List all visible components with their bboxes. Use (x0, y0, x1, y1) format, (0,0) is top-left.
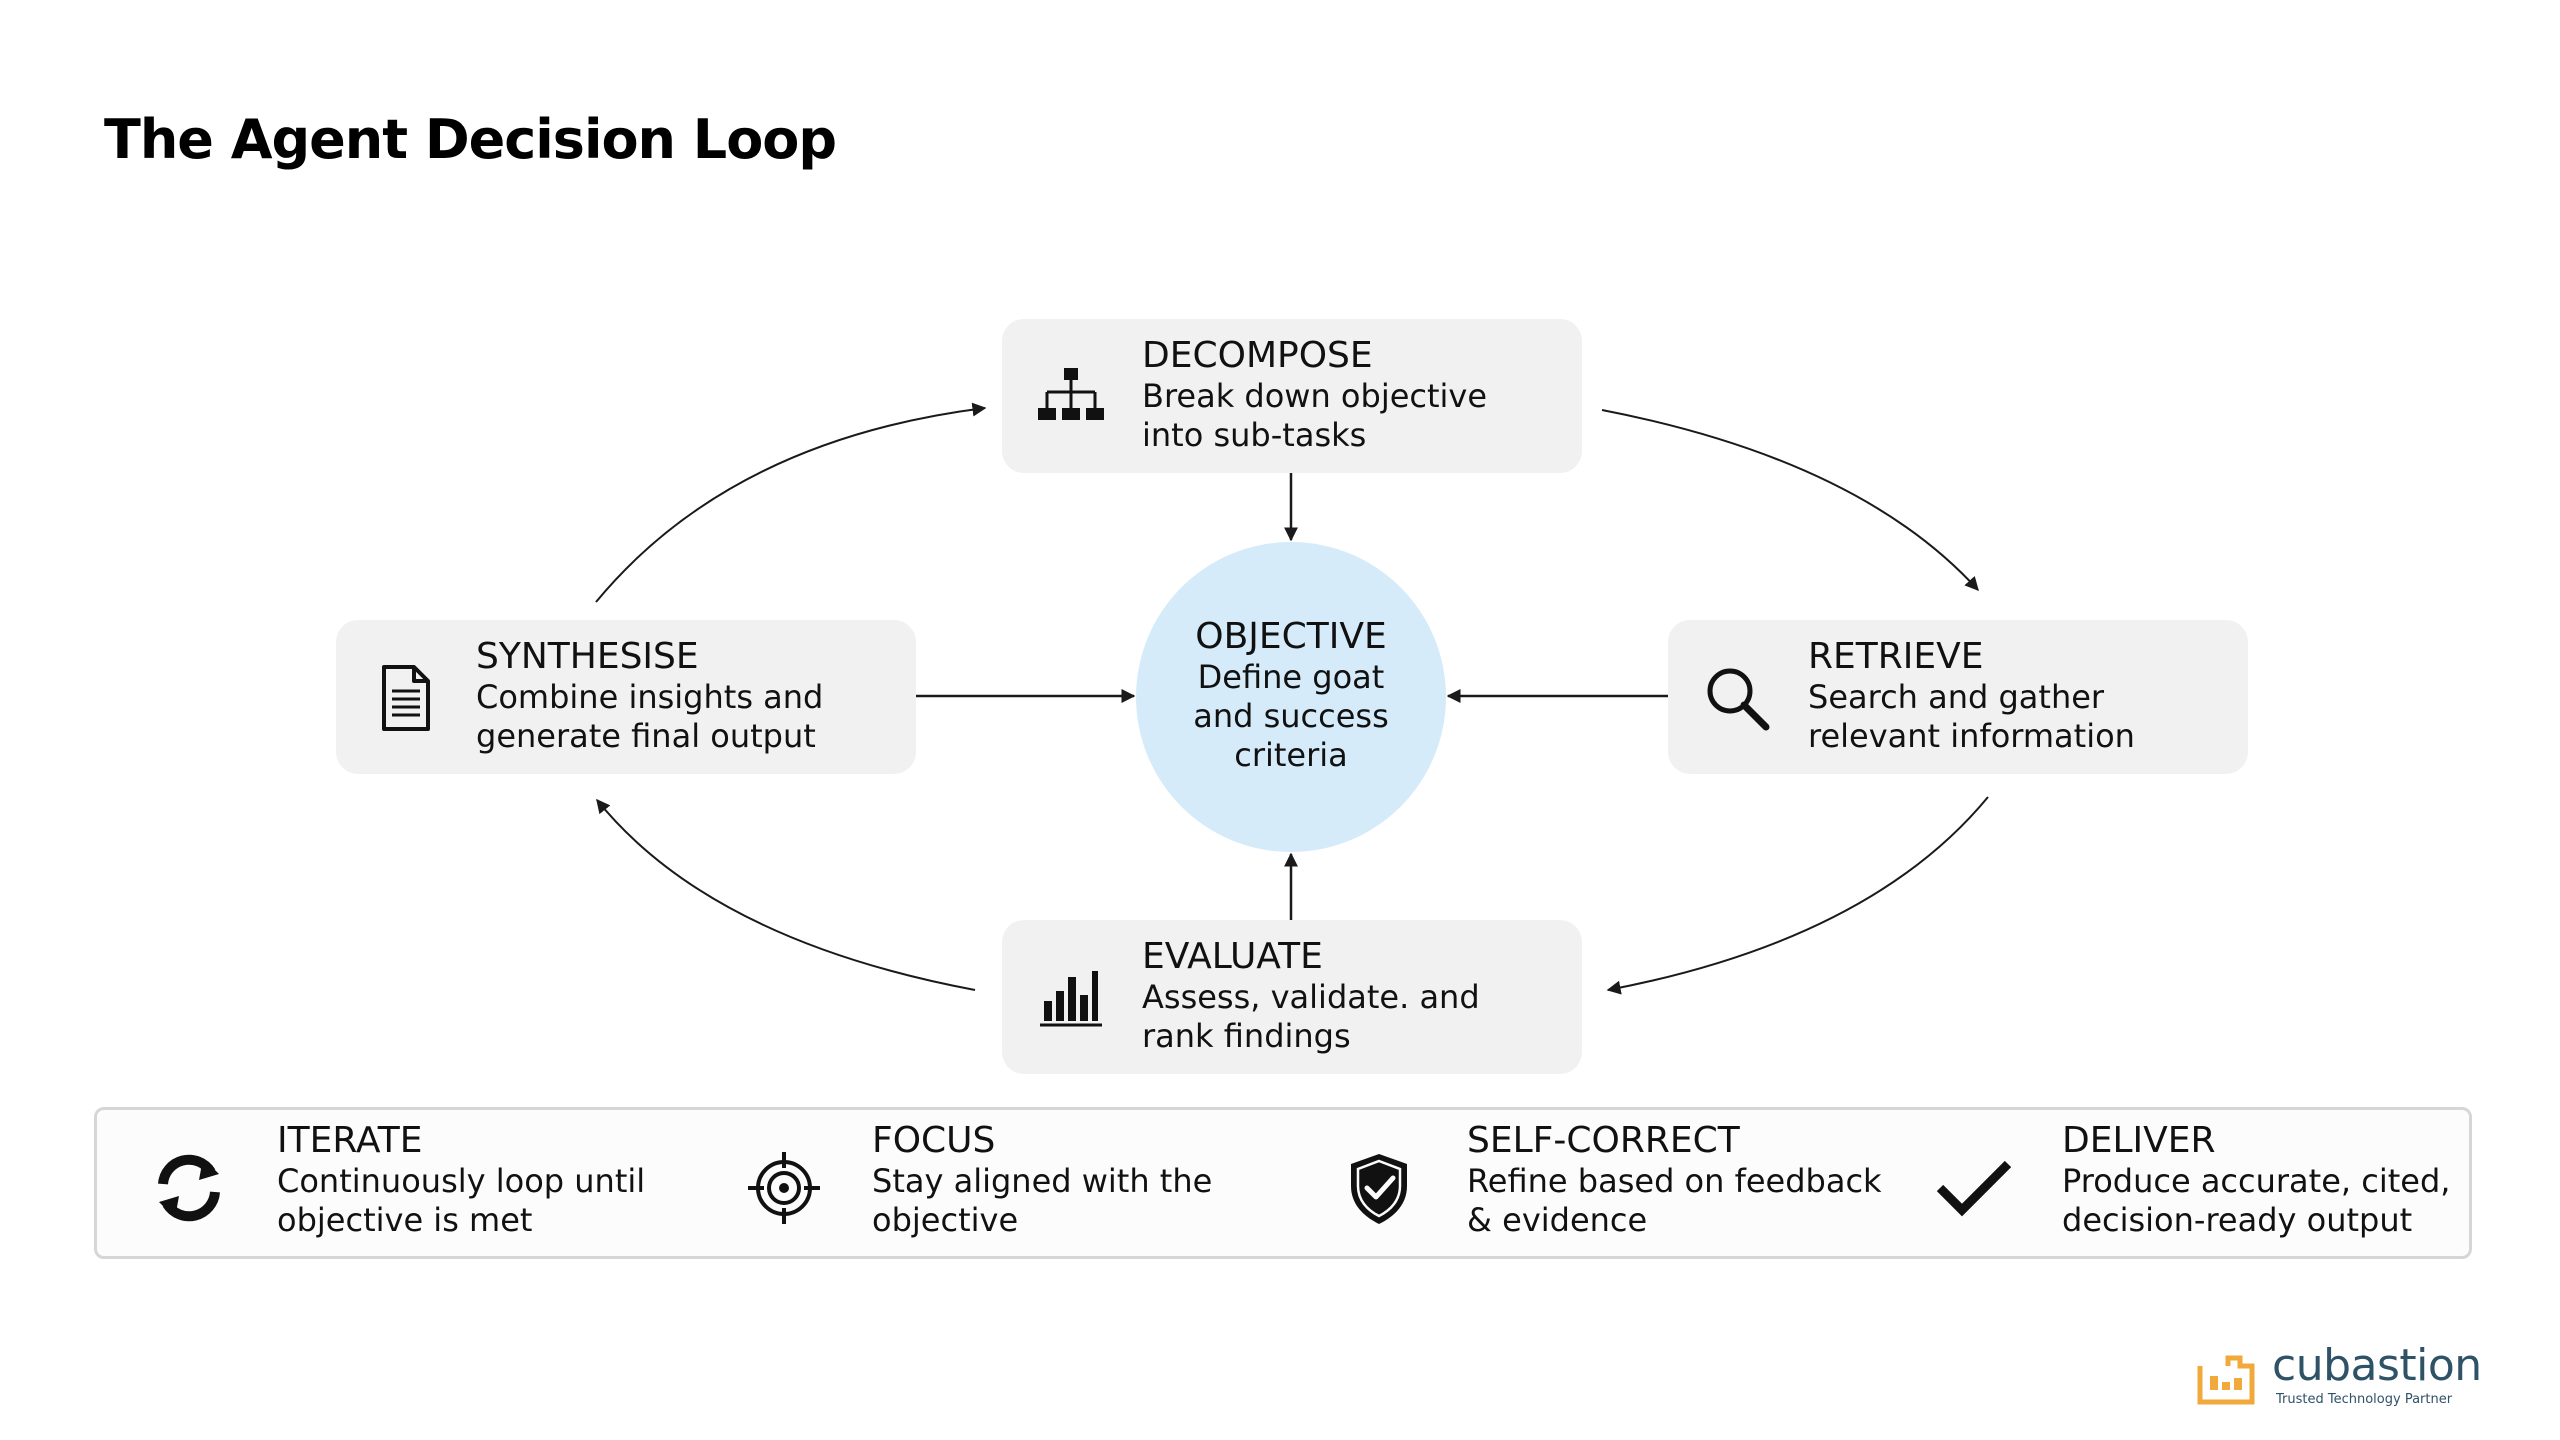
logo-name: cubastion (2272, 1340, 2482, 1391)
pillar-self-correct-label: SELF-CORRECT (1467, 1120, 1740, 1161)
pillar-focus: FOCUS Stay aligned with the objective (692, 1110, 1287, 1256)
hierarchy-icon (1038, 368, 1104, 420)
document-icon (382, 665, 430, 731)
pillar-focus-label: FOCUS (872, 1120, 996, 1161)
node-decompose: DECOMPOSE Break down objective into sub-… (1002, 319, 1582, 473)
node-retrieve: RETRIEVE Search and gather relevant info… (1668, 620, 2248, 774)
node-decompose-description: Break down objective into sub-tasks (1142, 377, 1488, 454)
pillar-deliver-label: DELIVER (2062, 1120, 2216, 1161)
bar-chart-icon (1040, 971, 1102, 1027)
node-evaluate-label: EVALUATE (1142, 936, 1323, 977)
target-icon (748, 1152, 820, 1224)
principles-bar: ITERATE Continuously loop until objectiv… (94, 1107, 2472, 1259)
node-evaluate-description: Assess, validate. and rank findings (1142, 978, 1480, 1055)
objective-circle: OBJECTIVE Define goat and success criter… (1136, 542, 1446, 852)
node-decompose-label: DECOMPOSE (1142, 335, 1373, 376)
node-synthesise: SYNTHESISE Combine insights and generate… (336, 620, 916, 774)
pillar-self-correct-description: Refine based on feedback & evidence (1467, 1162, 1882, 1239)
node-evaluate: EVALUATE Assess, validate. and rank find… (1002, 920, 1582, 1074)
logo-mark-icon (2197, 1355, 2255, 1405)
search-icon (1707, 668, 1770, 731)
brand-logo: cubastion Trusted Technology Partner (2196, 1340, 2496, 1412)
pillar-self-correct: SELF-CORRECT Refine based on feedback & … (1287, 1110, 1882, 1256)
pillar-deliver: DELIVER Produce accurate, cited, decisio… (1882, 1110, 2472, 1256)
pillar-deliver-description: Produce accurate, cited, decision-ready … (2062, 1162, 2451, 1239)
shield-check-icon (1351, 1154, 1407, 1224)
arrow-synthesise-to-decompose (595, 402, 987, 603)
node-synthesise-label: SYNTHESISE (476, 636, 699, 677)
arrow-evaluate-to-synthesise (596, 798, 976, 991)
objective-description: Define goat and success criteria (1193, 658, 1389, 774)
node-synthesise-description: Combine insights and generate final outp… (476, 678, 824, 755)
pillar-iterate: ITERATE Continuously loop until objectiv… (97, 1110, 692, 1256)
pillar-iterate-description: Continuously loop until objective is met (277, 1162, 646, 1239)
node-retrieve-description: Search and gather relevant information (1808, 678, 2135, 755)
node-retrieve-label: RETRIEVE (1808, 636, 1984, 677)
arrow-retrieve-to-evaluate (1606, 796, 1989, 995)
pillar-iterate-label: ITERATE (277, 1120, 423, 1161)
logo-tagline: Trusted Technology Partner (2276, 1392, 2453, 1407)
objective-label: OBJECTIVE (1195, 616, 1387, 657)
checkmark-icon (1936, 1160, 2012, 1217)
pillar-focus-description: Stay aligned with the objective (872, 1162, 1213, 1239)
arrow-decompose-to-retrieve (1601, 409, 1979, 592)
refresh-icon (158, 1154, 220, 1222)
page-title: The Agent Decision Loop (104, 108, 837, 171)
